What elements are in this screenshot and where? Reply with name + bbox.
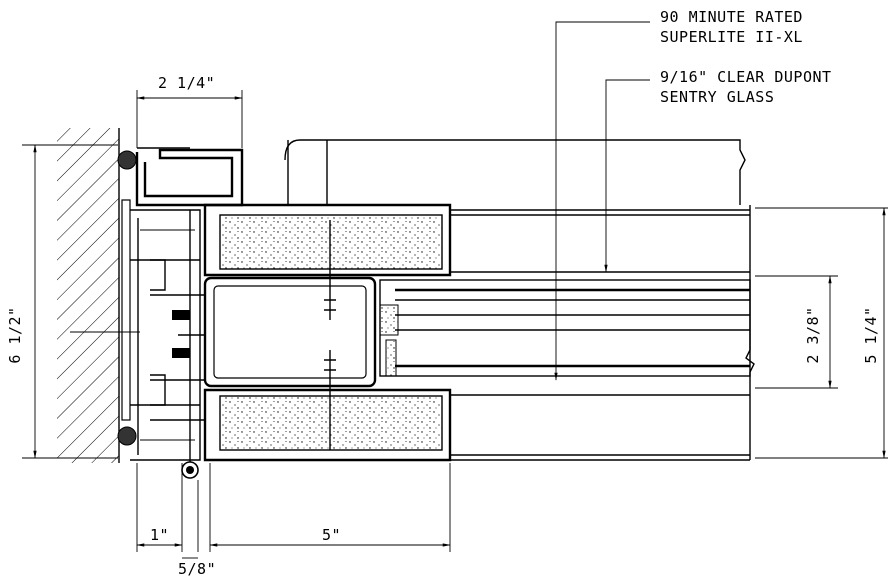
dim-frame-face: 2 1/4" xyxy=(158,74,215,92)
door-stile-bottom xyxy=(203,388,452,462)
dim-stop-depth: 5" xyxy=(322,526,341,544)
dim-offset-small: 1" xyxy=(150,526,169,544)
dim-glazed-height: 5 1/4" xyxy=(862,306,880,363)
door-stile-top xyxy=(203,203,452,277)
head-frame-profile xyxy=(117,147,244,446)
wall-section xyxy=(57,128,120,463)
dim-overall-height: 6 1/2" xyxy=(6,306,24,363)
dim-offset-pin: 5/8" xyxy=(178,560,216,578)
glazing-assembly xyxy=(379,279,751,377)
callout-glass-line1: 9/16" CLEAR DUPONT xyxy=(660,68,832,86)
dim-glass-thickness: 2 3/8" xyxy=(804,306,822,363)
callout-glazing-line1: 90 MINUTE RATED xyxy=(660,8,803,26)
tube-steel-core xyxy=(203,220,377,450)
callout-glazing-line2: SUPERLITE II-XL xyxy=(660,28,803,46)
callout-glass-line2: SENTRY GLASS xyxy=(660,88,774,106)
dimensions xyxy=(22,90,888,559)
callout-leaders xyxy=(554,21,650,381)
door-face xyxy=(284,139,755,461)
